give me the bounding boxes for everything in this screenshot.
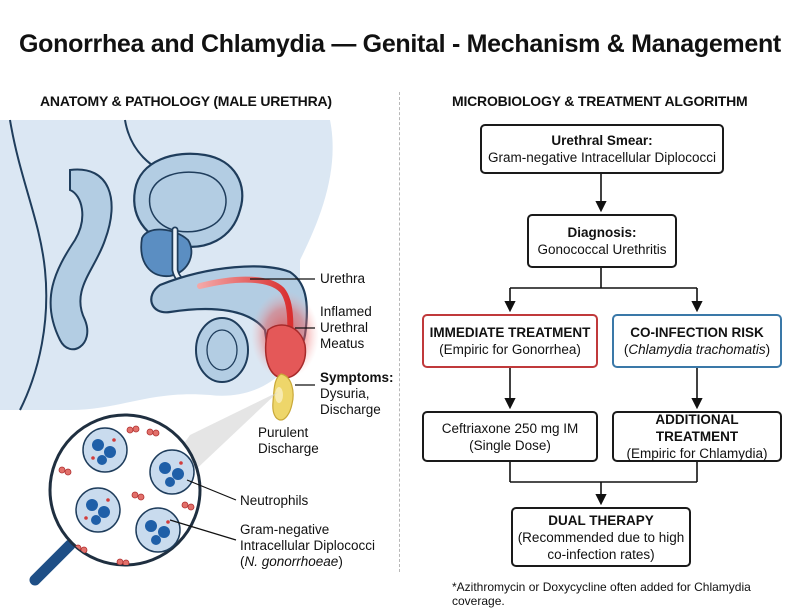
rectum xyxy=(49,168,113,351)
neutrophil xyxy=(75,487,121,533)
box-dual-therapy: DUAL THERAPY (Recommended due to high co… xyxy=(511,507,691,567)
prostate xyxy=(140,228,193,277)
diplococci xyxy=(58,425,195,565)
box-ceftriaxone: Ceftriaxone 250 mg IM (Single Dose) xyxy=(422,411,598,462)
box-diagnosis: Diagnosis: Gonococcal Urethritis xyxy=(527,214,677,268)
page-title: Gonorrhea and Chlamydia — Genital - Mech… xyxy=(19,30,781,58)
neutrophil xyxy=(135,507,181,553)
purulent-discharge-drop xyxy=(272,373,294,421)
label-inflamed-meatus: Inflamed Urethral Meatus xyxy=(320,304,372,351)
label-urethra: Urethra xyxy=(320,271,366,286)
box-urethral-smear: Urethral Smear: Gram-negative Intracellu… xyxy=(480,124,724,174)
label-purulent-discharge: Purulent Discharge xyxy=(258,425,319,456)
smear-view xyxy=(58,425,195,565)
leader-lines xyxy=(169,278,315,541)
testis xyxy=(195,317,249,383)
anatomy-section-title: ANATOMY & PATHOLOGY (MALE URETHRA) xyxy=(40,93,332,109)
box-coinfection-risk: CO-INFECTION RISK (Chlamydia trachomatis… xyxy=(612,314,782,368)
footnote: *Azithromycin or Doxycycline often added… xyxy=(452,580,751,608)
label-diplococci: Gram-negative Intracellular Diplococci (… xyxy=(240,522,376,569)
box-immediate-treatment: IMMEDIATE TREATMENT (Empiric for Gonorrh… xyxy=(422,314,598,368)
neutrophil xyxy=(82,427,128,473)
label-symptoms: Symptoms: Dysuria, Discharge xyxy=(320,370,394,417)
bladder-inner xyxy=(148,171,227,233)
neutrophil xyxy=(149,449,195,495)
section-divider xyxy=(399,92,400,572)
abdominal-wall xyxy=(9,119,48,411)
label-neutrophils: Neutrophils xyxy=(240,493,309,508)
box-additional-treatment: ADDITIONAL TREATMENT (Empiric for Chlamy… xyxy=(612,411,782,462)
algorithm-section-title: MICROBIOLOGY & TREATMENT ALGORITHM xyxy=(452,93,748,109)
glans xyxy=(264,324,307,379)
magnifier-handle xyxy=(29,539,76,586)
